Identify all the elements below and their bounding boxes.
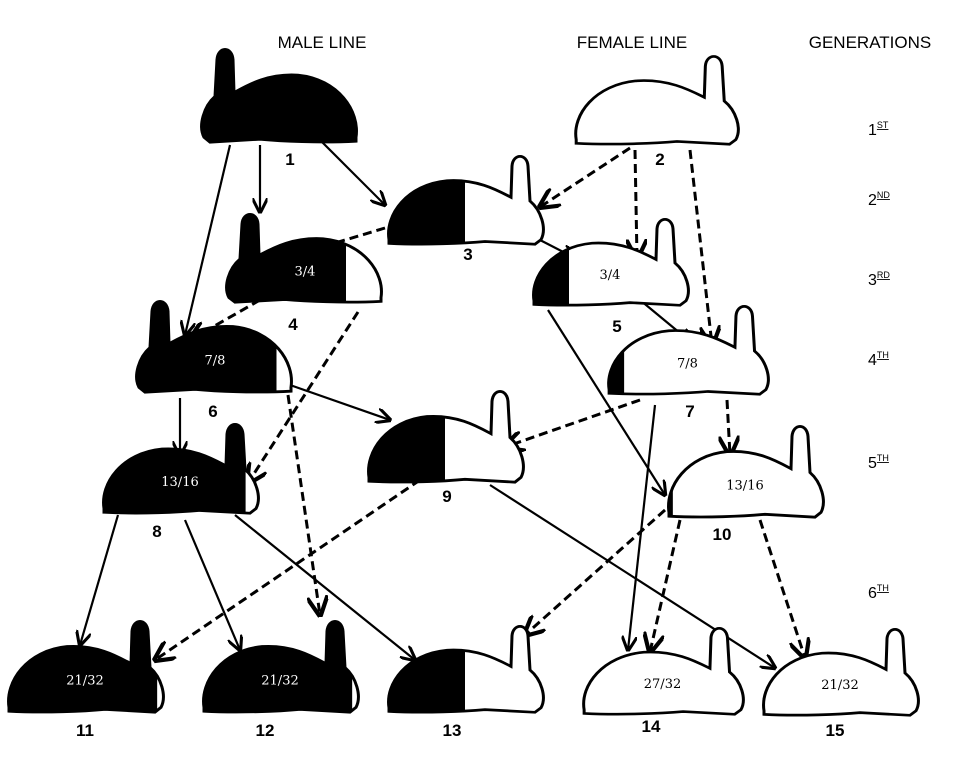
- male-share-fill: [388, 626, 465, 713]
- edge-5-to-10: [547, 309, 665, 495]
- rabbit-15: 21/32 15: [762, 627, 920, 740]
- edge-8-to-11: [80, 514, 120, 645]
- rabbit-number: 4: [288, 315, 298, 334]
- rabbit-number: 15: [826, 721, 845, 740]
- blood-fraction: 3/4: [600, 268, 621, 283]
- rabbit-body: [583, 628, 744, 715]
- rabbit-14: 27/32 14: [582, 626, 745, 736]
- rabbit-3: 1/2 3: [387, 154, 545, 264]
- rabbit-number: 2: [655, 150, 664, 169]
- blood-fraction: 1/2: [419, 207, 440, 222]
- rabbit-13: 1/2 13: [387, 624, 545, 740]
- edge-10-to-14: [650, 519, 682, 652]
- male-share-fill: [203, 621, 353, 713]
- edge-6-to-12: [286, 394, 320, 615]
- male-share-fill: [8, 621, 158, 713]
- male-share-fill: [201, 49, 357, 143]
- edge-10-to-13: [525, 508, 666, 635]
- rabbit-number: 3: [463, 245, 472, 264]
- rabbit-number: 7: [685, 402, 694, 421]
- rabbit-2: 2: [574, 54, 740, 169]
- blood-fraction: 27/32: [644, 677, 681, 692]
- blood-fraction: 21/32: [66, 674, 103, 689]
- edges: [80, 139, 805, 668]
- blood-fraction: 13/16: [726, 479, 763, 494]
- edge-10-to-15: [758, 519, 805, 658]
- rabbit-number: 1: [285, 150, 294, 169]
- rabbit-body: [608, 306, 769, 395]
- rabbit-number: 13: [443, 721, 462, 740]
- edge-6-to-9: [289, 383, 390, 420]
- blood-fraction: 7/8: [677, 357, 698, 372]
- male-share-fill: [136, 301, 277, 393]
- rabbit-12: 21/32 12: [202, 619, 360, 740]
- generation-6: 6TH: [868, 583, 889, 602]
- rabbit-number: 9: [442, 487, 451, 506]
- male-share-fill: [368, 391, 445, 483]
- rabbit-body: [763, 629, 919, 716]
- edge-7-to-9: [505, 398, 641, 447]
- rabbit-4: 3/4 4: [225, 212, 383, 334]
- rabbit-10: 13/16 10: [667, 424, 825, 544]
- generation-labels: 1ST 2ND 3RD 4TH 5TH 6TH: [868, 120, 890, 602]
- edge-9-to-11: [155, 478, 421, 660]
- blood-fraction: 1/2: [399, 444, 420, 459]
- edge-1-to-3: [319, 139, 385, 205]
- rabbit-1: 1: [200, 47, 358, 169]
- rabbit-number: 11: [76, 721, 94, 740]
- rabbit-8: 13/16 8: [102, 422, 260, 541]
- rabbit-number: 8: [152, 522, 161, 541]
- edge-7-to-14: [628, 404, 657, 650]
- blood-fraction: 7/8: [205, 354, 226, 369]
- edge-4-to-8: [248, 311, 360, 483]
- female-line-header: FEMALE LINE: [577, 33, 688, 52]
- generation-2: 2ND: [868, 190, 890, 209]
- rabbit-7: 7/8 7: [607, 304, 770, 421]
- male-share-fill: [103, 424, 246, 514]
- edge-8-to-13: [234, 514, 415, 660]
- rabbit-number: 6: [208, 402, 217, 421]
- generation-4: 4TH: [868, 350, 889, 369]
- rabbit-6: 7/8 6: [135, 299, 293, 421]
- blood-fraction: 21/32: [261, 674, 298, 689]
- edge-8-to-12: [183, 519, 240, 650]
- generation-1: 1ST: [868, 120, 889, 139]
- edge-7-to-10: [727, 399, 730, 455]
- rabbit-9: 1/2 9: [367, 389, 525, 506]
- edge-2-to-7: [688, 149, 712, 345]
- generation-3: 3RD: [868, 270, 890, 289]
- male-share-fill: [388, 156, 465, 245]
- blood-fraction: 13/16: [161, 475, 198, 490]
- edge-1-to-6: [185, 144, 232, 335]
- generations-header: GENERATIONS: [809, 33, 931, 52]
- rabbit-number: 10: [713, 525, 732, 544]
- male-line-header: MALE LINE: [278, 33, 367, 52]
- blood-fraction: 1/2: [419, 675, 440, 690]
- generation-5: 5TH: [868, 453, 889, 472]
- blood-fraction: 3/4: [295, 265, 316, 280]
- rabbit-body: [668, 426, 824, 518]
- rabbit-number: 5: [612, 317, 621, 336]
- edge-2-to-3: [540, 146, 631, 207]
- rabbit-number: 14: [642, 717, 661, 736]
- blood-fraction: 21/32: [821, 678, 858, 693]
- edge-2-to-5: [635, 149, 637, 258]
- rabbit-number: 12: [256, 721, 275, 740]
- rabbit-body: [575, 56, 739, 145]
